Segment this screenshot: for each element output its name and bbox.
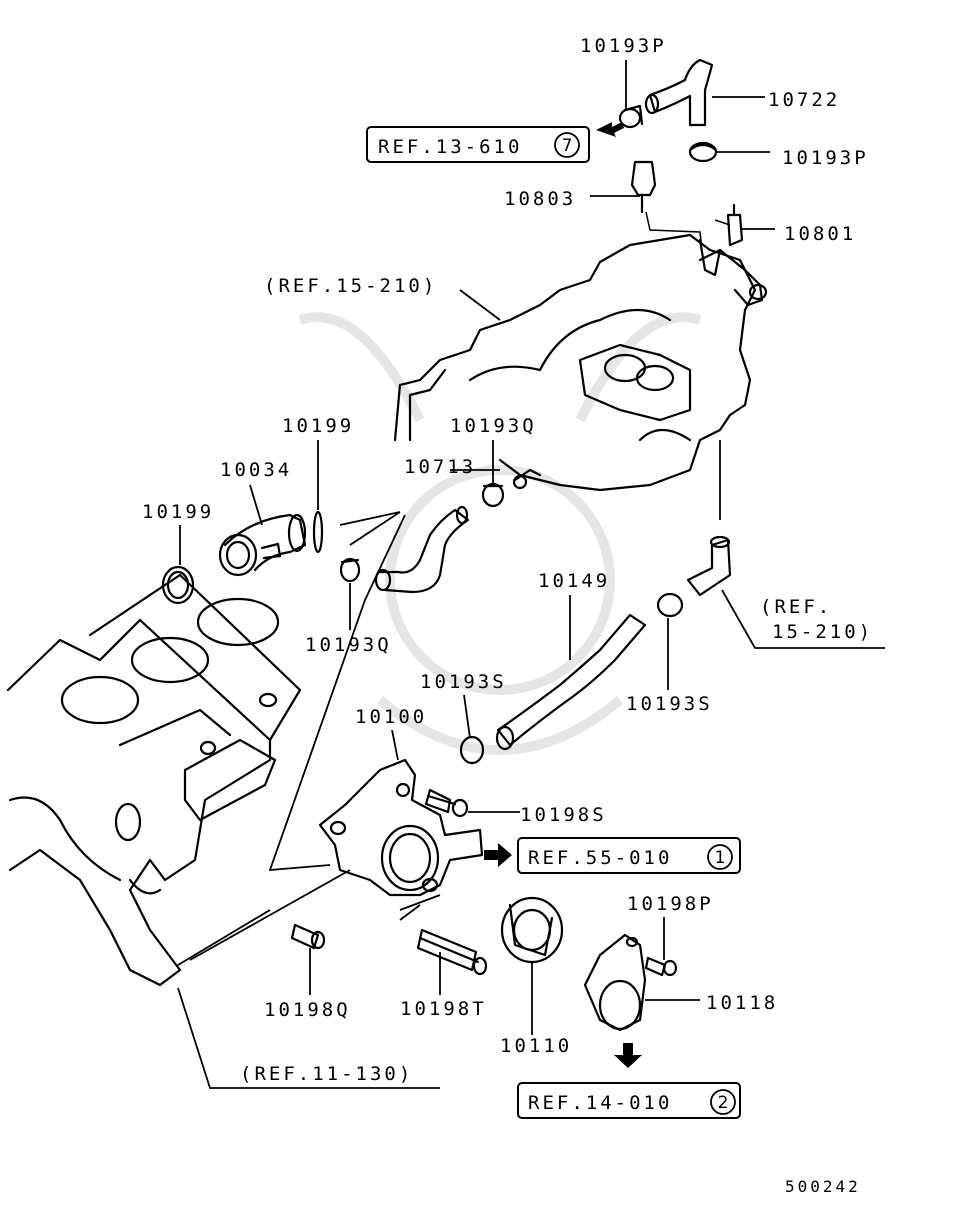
sensor-10801 xyxy=(726,203,744,247)
bolt-10198S xyxy=(424,788,469,818)
label-10803[interactable]: 10803 xyxy=(504,188,576,210)
label-10193P-right[interactable]: 10193P xyxy=(782,147,869,169)
label-10149[interactable]: 10149 xyxy=(538,570,610,592)
hose-10722 xyxy=(644,58,714,127)
label-10193S-right[interactable]: 10193S xyxy=(626,693,713,715)
clamp-10193Q-lower xyxy=(339,557,361,583)
diagram-code: 500242 xyxy=(785,1177,861,1196)
clamp-10193P-right xyxy=(688,141,718,163)
thermostat-housing-10100 xyxy=(318,758,484,897)
ref-15-210-lower-line2[interactable]: 15-210) xyxy=(772,621,873,643)
label-10100[interactable]: 10100 xyxy=(355,706,427,728)
water-inlet-pipe-10034 xyxy=(218,513,307,577)
ref-14-010-text: REF.14-010 xyxy=(528,1092,672,1114)
clamp-10193S-right xyxy=(656,592,684,618)
label-10193S-left[interactable]: 10193S xyxy=(420,671,507,693)
clamp-10193S-left xyxy=(459,735,485,765)
label-10198S[interactable]: 10198S xyxy=(520,804,607,826)
pipe-elbow-right xyxy=(686,535,732,597)
leader-lines xyxy=(177,60,885,1089)
label-10193P-top[interactable]: 10193P xyxy=(580,35,667,57)
label-10801[interactable]: 10801 xyxy=(784,223,856,245)
ref-15-210-lower-line1[interactable]: (REF. xyxy=(760,596,832,618)
ref-11-130[interactable]: (REF.11-130) xyxy=(240,1063,413,1085)
ref-13-610-text: REF.13-610 xyxy=(378,136,522,158)
ref-box-13-610[interactable]: REF.13-610 7 xyxy=(366,126,590,163)
hose-10149 xyxy=(495,613,647,751)
label-10193Q-bottom[interactable]: 10193Q xyxy=(305,634,392,656)
bolt-10198Q xyxy=(290,923,326,950)
thermostat-10110 xyxy=(500,896,564,964)
bolt-10198T xyxy=(416,928,488,976)
direction-arrows xyxy=(484,122,642,1068)
label-10110[interactable]: 10110 xyxy=(500,1035,572,1057)
label-10198Q[interactable]: 10198Q xyxy=(264,999,351,1021)
label-10199-left[interactable]: 10199 xyxy=(142,501,214,523)
label-10713[interactable]: 10713 xyxy=(404,456,476,478)
sensor-10803 xyxy=(630,160,657,214)
label-10034[interactable]: 10034 xyxy=(220,459,292,481)
ref-15-210-upper[interactable]: (REF.15-210) xyxy=(264,275,437,297)
o-ring-10199-vertical xyxy=(312,510,324,554)
hose-10713 xyxy=(374,505,470,594)
label-10722[interactable]: 10722 xyxy=(768,89,840,111)
label-10193Q-top[interactable]: 10193Q xyxy=(450,415,537,437)
cylinder-block xyxy=(6,573,302,987)
label-10198P[interactable]: 10198P xyxy=(627,893,714,915)
clamp-10193P-top xyxy=(618,104,644,129)
label-10198T[interactable]: 10198T xyxy=(400,998,487,1020)
sensor-leader-line-2 xyxy=(714,219,731,226)
water-outlet-10118 xyxy=(583,933,647,1032)
ref-box-14-010[interactable]: REF.14-010 2 xyxy=(517,1082,741,1119)
bolt-10198P xyxy=(644,956,678,977)
sensor-leader-line xyxy=(645,211,703,251)
ref-55-010-text: REF.55-010 xyxy=(528,847,672,869)
intake-manifold xyxy=(393,233,768,492)
ref-13-610-circle-number: 7 xyxy=(562,136,573,156)
ref-box-55-010[interactable]: REF.55-010 1 xyxy=(517,837,741,874)
ref-55-010-circle-number: 1 xyxy=(715,848,726,868)
ref-14-010-circle-number: 2 xyxy=(718,1093,729,1113)
label-10199-top[interactable]: 10199 xyxy=(282,415,354,437)
o-ring-10199-left xyxy=(161,565,195,605)
label-10118[interactable]: 10118 xyxy=(706,992,778,1014)
clamp-10193Q-upper xyxy=(481,482,505,508)
